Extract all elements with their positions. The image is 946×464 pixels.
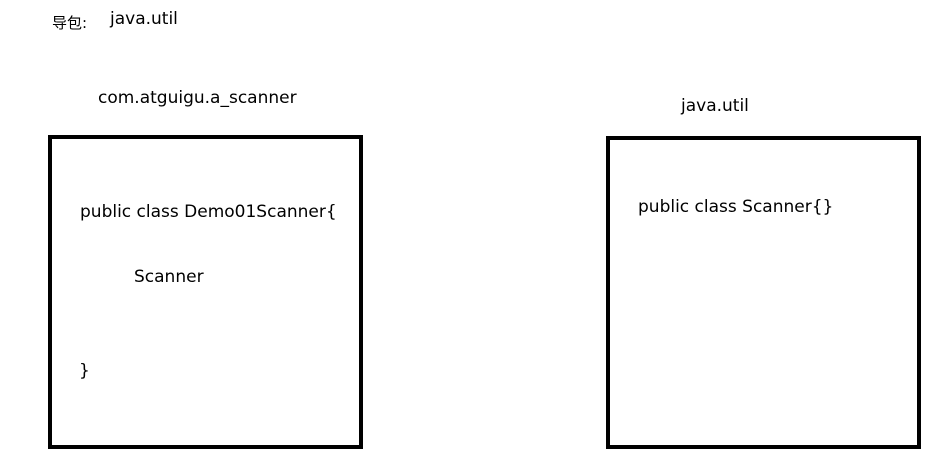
right-package-label: java.util (681, 96, 749, 116)
left-closing-brace: } (79, 361, 90, 381)
left-class-declaration: public class Demo01Scanner{ (80, 202, 337, 222)
left-scanner-field: Scanner (134, 267, 204, 287)
left-class-box (48, 135, 363, 449)
right-class-box (606, 136, 921, 449)
right-class-declaration: public class Scanner{} (638, 197, 834, 217)
import-label: 导包: (52, 14, 88, 32)
import-value: java.util (110, 9, 178, 29)
left-package-label: com.atguigu.a_scanner (98, 88, 297, 108)
